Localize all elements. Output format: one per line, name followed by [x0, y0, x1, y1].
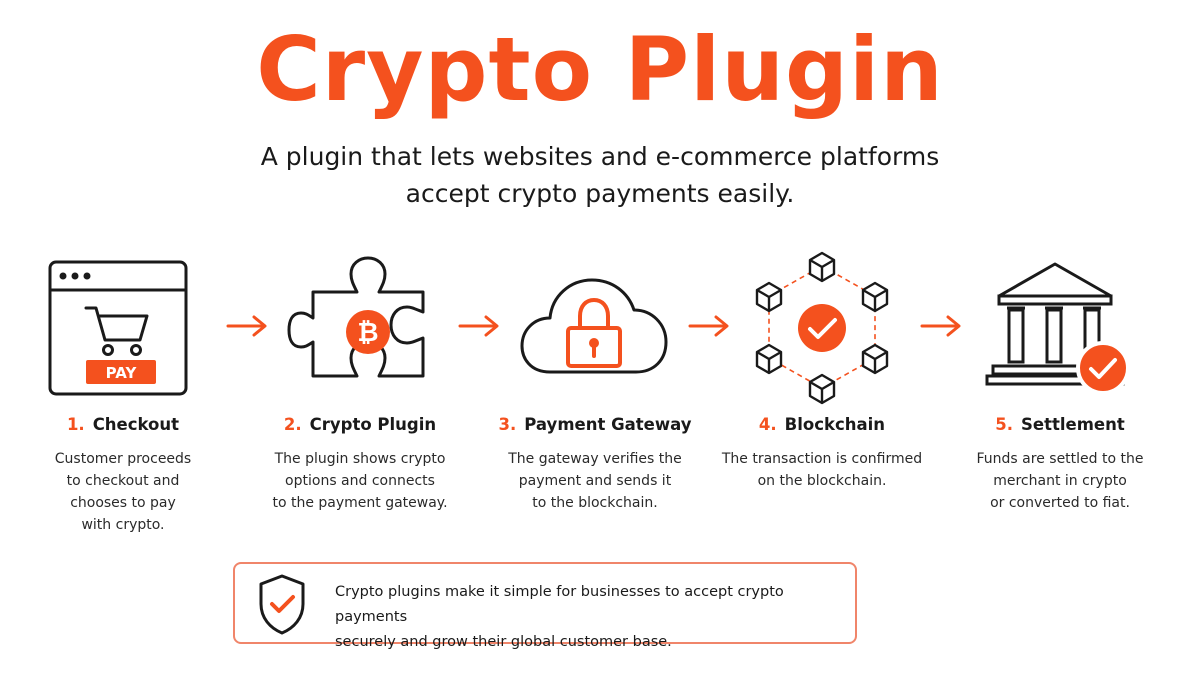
- desc-line: Customer proceeds: [54, 451, 192, 467]
- blockchain-network-icon: [747, 250, 897, 410]
- subtitle-line: A plugin that lets websites and e-commer…: [260, 142, 940, 171]
- desc-line: The plugin shows crypto: [274, 451, 446, 467]
- step-title: Payment Gateway: [524, 415, 692, 434]
- desc-line: to the blockchain.: [532, 495, 658, 511]
- bitcoin-symbol: ₿: [357, 318, 378, 348]
- step-title: Checkout: [92, 415, 180, 434]
- page-title: Crypto Plugin: [256, 18, 944, 121]
- step-number: 3.: [498, 415, 517, 434]
- subtitle-line: accept crypto payments easily.: [405, 179, 795, 208]
- desc-line: The transaction is confirmed: [721, 451, 923, 467]
- desc-line: chooses to pay: [70, 495, 176, 511]
- bank-check-icon: [985, 250, 1135, 410]
- cloud-lock-icon: [520, 250, 670, 410]
- arrow-right-icon: [920, 314, 964, 338]
- step-number: 4.: [758, 415, 777, 434]
- step-heading: 5. Settlement: [945, 415, 1175, 434]
- step-title: Blockchain: [784, 415, 886, 434]
- step-number: 5.: [995, 415, 1014, 434]
- step-title: Settlement: [1021, 415, 1125, 434]
- desc-line: merchant in crypto: [993, 473, 1127, 489]
- desc-line: to checkout and: [66, 473, 180, 489]
- desc-line: options and connects: [285, 473, 435, 489]
- desc-line: on the blockchain.: [757, 473, 887, 489]
- step-description: The plugin shows crypto options and conn…: [245, 448, 475, 514]
- summary-line: securely and grow their global customer …: [335, 634, 672, 650]
- step-description: Funds are settled to the merchant in cry…: [945, 448, 1175, 514]
- step-description: The gateway verifies the payment and sen…: [480, 448, 710, 514]
- puzzle-bitcoin-icon: ₿: [285, 250, 435, 410]
- arrow-right-icon: [226, 314, 270, 338]
- desc-line: The gateway verifies the: [508, 451, 682, 467]
- shield-check-icon: [257, 572, 307, 636]
- pay-label: PAY: [106, 364, 138, 382]
- arrow-right-icon: [688, 314, 732, 338]
- step-description: Customer proceeds to checkout and choose…: [8, 448, 238, 536]
- step-title: Crypto Plugin: [309, 415, 437, 434]
- checkout-browser-cart-icon: PAY: [48, 250, 198, 410]
- process-flow: PAY 1. Checkout Customer proceeds to chec…: [0, 250, 1200, 550]
- step-heading: 2. Crypto Plugin: [245, 415, 475, 434]
- page-subtitle: A plugin that lets websites and e-commer…: [0, 138, 1200, 212]
- step-heading: 4. Blockchain: [707, 415, 937, 434]
- summary-text: Crypto plugins make it simple for busine…: [335, 580, 845, 655]
- summary-line: Crypto plugins make it simple for busine…: [335, 584, 784, 625]
- desc-line: with crypto.: [81, 517, 165, 533]
- step-heading: 3. Payment Gateway: [480, 415, 710, 434]
- step-heading: 1. Checkout: [8, 415, 238, 434]
- summary-note: Crypto plugins make it simple for busine…: [233, 562, 857, 650]
- step-number: 2.: [283, 415, 302, 434]
- arrow-right-icon: [458, 314, 502, 338]
- step-description: The transaction is confirmed on the bloc…: [707, 448, 937, 492]
- desc-line: Funds are settled to the: [976, 451, 1144, 467]
- desc-line: to the payment gateway.: [272, 495, 448, 511]
- desc-line: payment and sends it: [518, 473, 672, 489]
- desc-line: or converted to fiat.: [990, 495, 1130, 511]
- step-number: 1.: [66, 415, 85, 434]
